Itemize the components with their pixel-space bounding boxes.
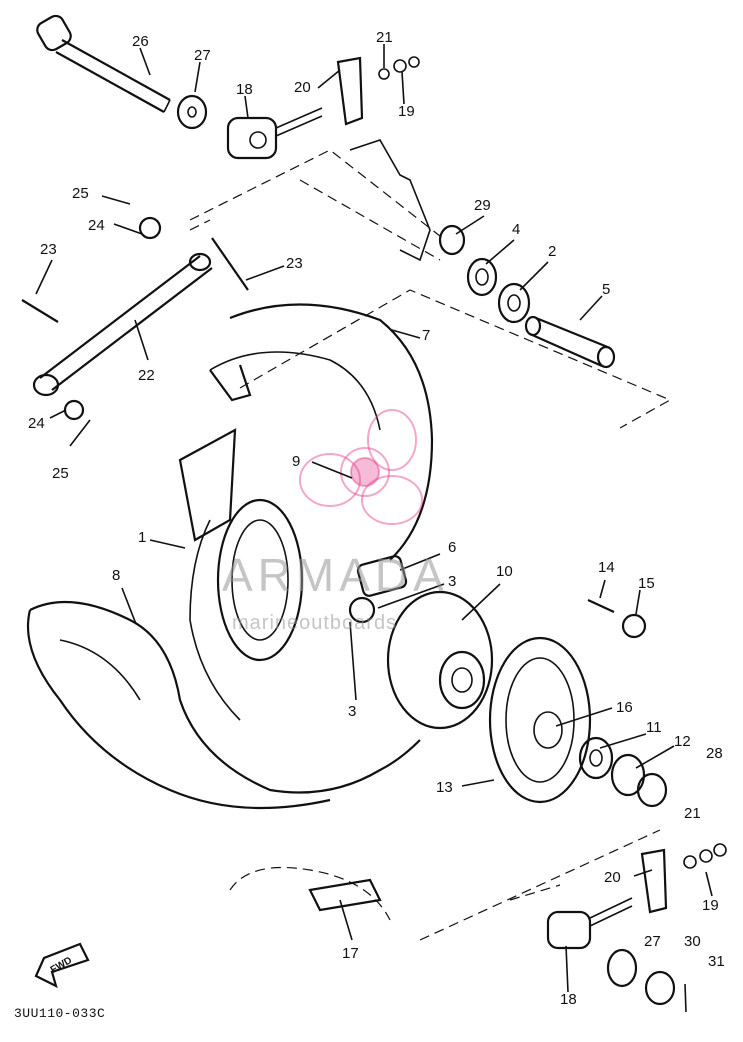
callout-29: 29: [474, 197, 491, 214]
brake-pad-part: [356, 555, 408, 597]
callout-9: 9: [292, 453, 301, 470]
callout-18: 18: [236, 81, 253, 98]
callout-22: 22: [138, 367, 155, 384]
callout-2: 2: [548, 243, 557, 260]
callout-24b: 24: [28, 415, 45, 432]
callout-31: 31: [708, 953, 725, 970]
wheel-assembly: [26, 303, 434, 810]
watermark-name: ARMADA: [222, 549, 449, 601]
bracket-part: [336, 56, 364, 126]
clutch-hub-part: [386, 590, 494, 730]
callout-3b: 3: [348, 703, 357, 720]
callout-20: 20: [294, 79, 311, 96]
callout-16: 16: [616, 699, 633, 716]
callout-13: 13: [436, 779, 453, 796]
collar-part: [524, 315, 616, 369]
callout-18b: 18: [560, 991, 577, 1008]
callout-23: 23: [40, 241, 57, 258]
callout-10: 10: [496, 563, 513, 580]
callout-27: 27: [194, 47, 211, 64]
callout-12: 12: [674, 733, 691, 750]
callout-11: 11: [646, 719, 662, 736]
tension-bar-part: [32, 252, 213, 397]
diagram-code: 3UU110-033C: [14, 1006, 106, 1021]
callout-21b: 21: [684, 805, 701, 822]
callout-21: 21: [376, 29, 393, 46]
watermark-tagline: marineoutboards: [232, 612, 398, 634]
callout-27b: 27: [644, 933, 661, 950]
washer-part: [176, 94, 208, 130]
watermark-logo: [299, 409, 423, 525]
callout-17: 17: [342, 945, 359, 962]
callout-8: 8: [112, 567, 121, 584]
callout-4: 4: [512, 221, 521, 238]
axle-part: [36, 14, 171, 113]
callout-19b: 19: [702, 897, 719, 914]
callout-7: 7: [422, 327, 431, 344]
callout-25b: 25: [52, 465, 69, 482]
callout-1: 1: [138, 529, 147, 546]
forward-arrow-icon: [34, 942, 90, 989]
callout-24: 24: [88, 217, 105, 234]
chain-adjuster-part: [226, 107, 323, 160]
callout-5: 5: [602, 281, 611, 298]
callout-25: 25: [72, 185, 89, 202]
callout-26: 26: [132, 33, 149, 50]
callout-19: 19: [398, 103, 415, 120]
callout-28: 28: [706, 745, 723, 762]
callout-6: 6: [448, 539, 457, 556]
callout-30: 30: [684, 933, 701, 950]
callout-23b: 23: [286, 255, 303, 272]
callout-3: 3: [448, 573, 457, 590]
callout-15: 15: [638, 575, 655, 592]
callout-14: 14: [598, 559, 615, 576]
callout-20b: 20: [604, 869, 621, 886]
